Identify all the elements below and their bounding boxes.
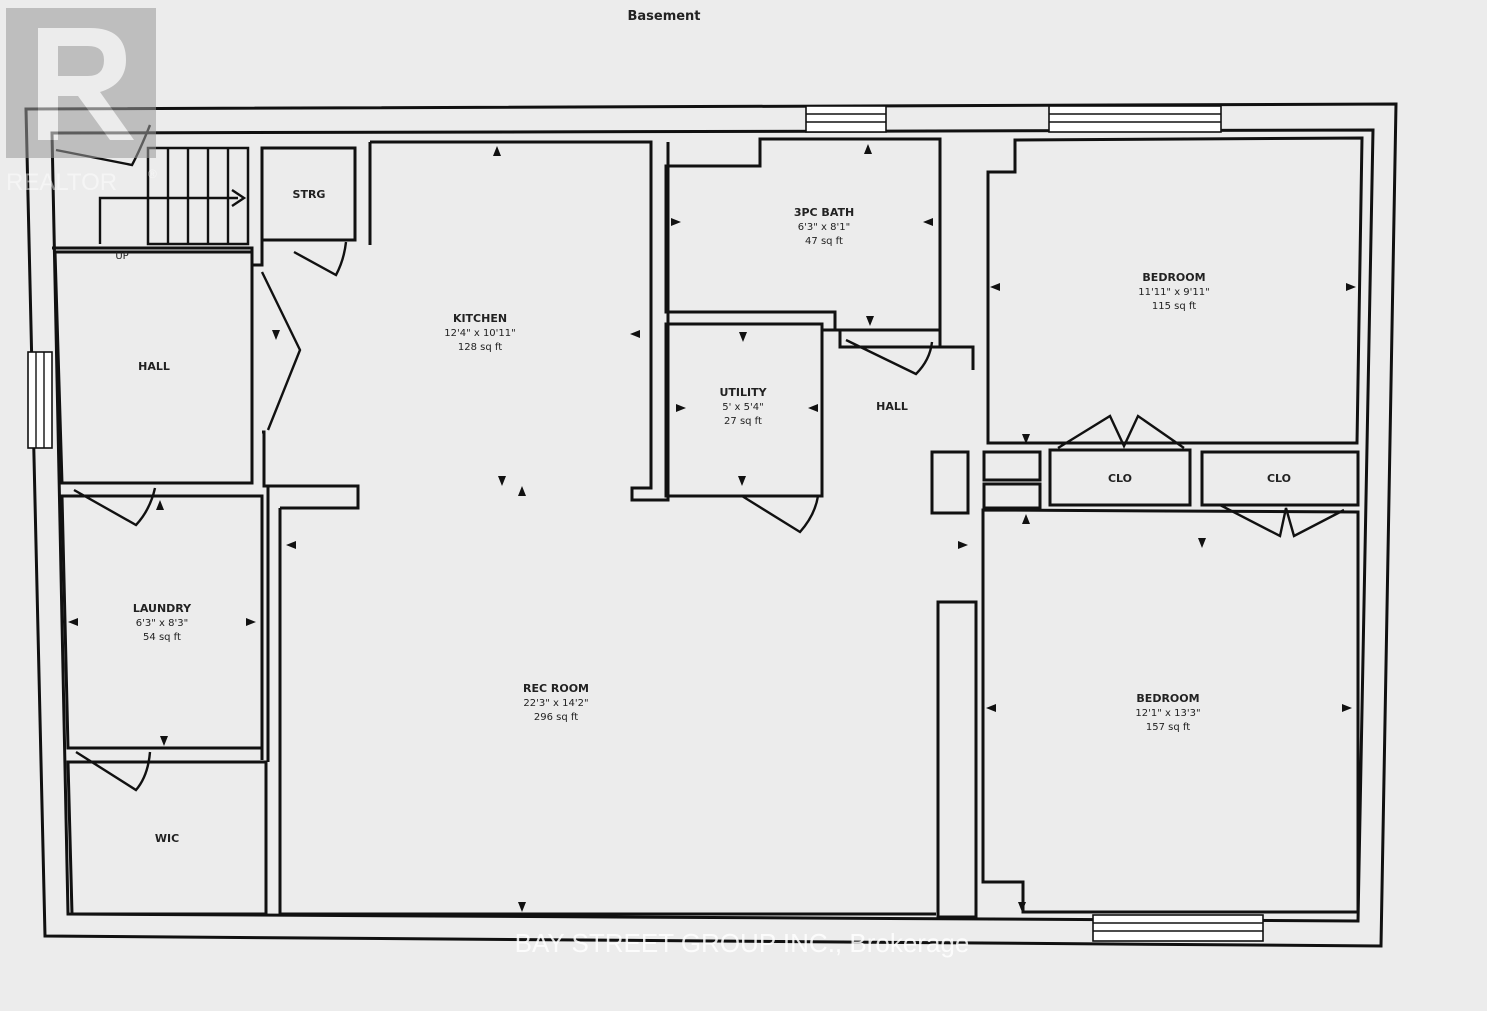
realtor-logo-text: REALTOR: [6, 169, 117, 196]
interior-walls: [52, 136, 1364, 919]
elevation-markers: [68, 144, 1356, 912]
doors: [55, 124, 1345, 792]
room-strg-name: STRG: [293, 188, 326, 201]
room-bedroom2-name: BEDROOM: [1136, 692, 1199, 705]
stairs-up-label: UP: [115, 251, 128, 262]
staircase: UP: [98, 146, 250, 262]
realtor-logo-watermark: REALTOR ®: [6, 8, 157, 196]
room-wic-name: WIC: [155, 832, 179, 845]
windows: [27, 105, 1264, 942]
room-kitchen-name: KITCHEN: [453, 312, 507, 325]
room-laundry-area: 54 sq ft: [143, 632, 181, 643]
exterior-wall: [24, 102, 1398, 948]
room-rec-room-area: 296 sq ft: [534, 712, 578, 723]
room-bedroom2-dims: 12'1" x 13'3": [1135, 708, 1200, 719]
room-utility-dims: 5' x 5'4": [722, 402, 763, 413]
room-utility-area: 27 sq ft: [724, 416, 762, 427]
brokerage-watermark: BAY STREET GROUP INC., Brokerage: [515, 928, 970, 958]
room-kitchen-area: 128 sq ft: [458, 342, 502, 353]
room-laundry-dims: 6'3" x 8'3": [136, 618, 188, 629]
room-bath-area: 47 sq ft: [805, 236, 843, 247]
room-utility-name: UTILITY: [719, 386, 767, 399]
room-bedroom1-area: 115 sq ft: [1152, 301, 1196, 312]
room-bedroom1-dims: 11'11" x 9'11": [1138, 287, 1210, 298]
floor-title: Basement: [627, 9, 700, 24]
room-laundry-name: LAUNDRY: [133, 602, 192, 615]
room-labels: STRG 3PC BATH 6'3" x 8'1" 47 sq ft BEDRO…: [133, 188, 1291, 845]
room-kitchen-dims: 12'4" x 10'11": [444, 328, 516, 339]
room-hall-left-name: HALL: [138, 360, 170, 373]
room-hall-mid-name: HALL: [876, 400, 908, 413]
room-closet2-name: CLO: [1267, 472, 1291, 485]
room-bedroom2-area: 157 sq ft: [1146, 722, 1190, 733]
room-bedroom1-name: BEDROOM: [1142, 271, 1205, 284]
room-closet1-name: CLO: [1108, 472, 1132, 485]
room-bath-dims: 6'3" x 8'1": [798, 222, 850, 233]
room-bath-name: 3PC BATH: [794, 206, 854, 219]
room-rec-room-dims: 22'3" x 14'2": [523, 698, 588, 709]
realtor-logo-mark: ®: [148, 167, 157, 181]
room-rec-room-name: REC ROOM: [523, 682, 589, 695]
